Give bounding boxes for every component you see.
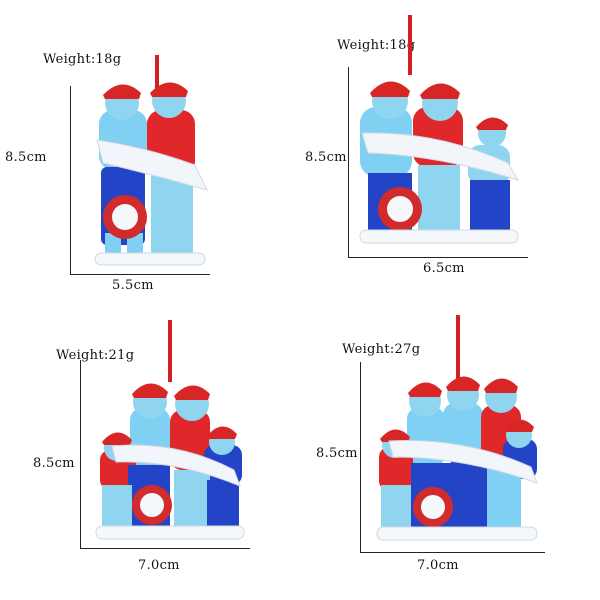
weight-label: Weight:18g	[337, 38, 416, 53]
height-axis	[360, 362, 361, 552]
ornament-image	[376, 315, 538, 541]
width-label: 5.5cm	[112, 278, 154, 293]
ornament-image	[359, 15, 520, 244]
height-label: 8.5cm	[5, 150, 47, 165]
weight-label: Weight:21g	[56, 348, 135, 363]
width-axis	[80, 548, 250, 549]
product-panel-two-figures: Weight:18g 8.5cm 5.5cm	[0, 0, 300, 300]
height-label: 8.5cm	[33, 456, 75, 471]
width-label: 7.0cm	[138, 558, 180, 573]
product-panel-five-figures: Weight:27g 8.5cm 7.0cm	[300, 300, 600, 600]
product-panel-three-figures: Weight:18g 8.5cm 6.5cm	[300, 0, 600, 300]
width-axis	[360, 552, 545, 553]
height-axis	[348, 67, 349, 257]
height-label: 8.5cm	[305, 150, 347, 165]
width-axis	[70, 274, 210, 275]
product-panel-four-figures: Weight:21g 8.5cm 7.0cm	[0, 300, 300, 600]
width-label: 7.0cm	[417, 558, 459, 573]
weight-label: Weight:27g	[342, 342, 421, 357]
height-axis	[80, 360, 81, 548]
height-label: 8.5cm	[316, 446, 358, 461]
width-label: 6.5cm	[423, 261, 465, 276]
weight-label: Weight:18g	[43, 52, 122, 67]
ornament-image	[94, 55, 208, 266]
ornament-image	[95, 320, 245, 540]
height-axis	[70, 86, 71, 274]
width-axis	[348, 257, 528, 258]
